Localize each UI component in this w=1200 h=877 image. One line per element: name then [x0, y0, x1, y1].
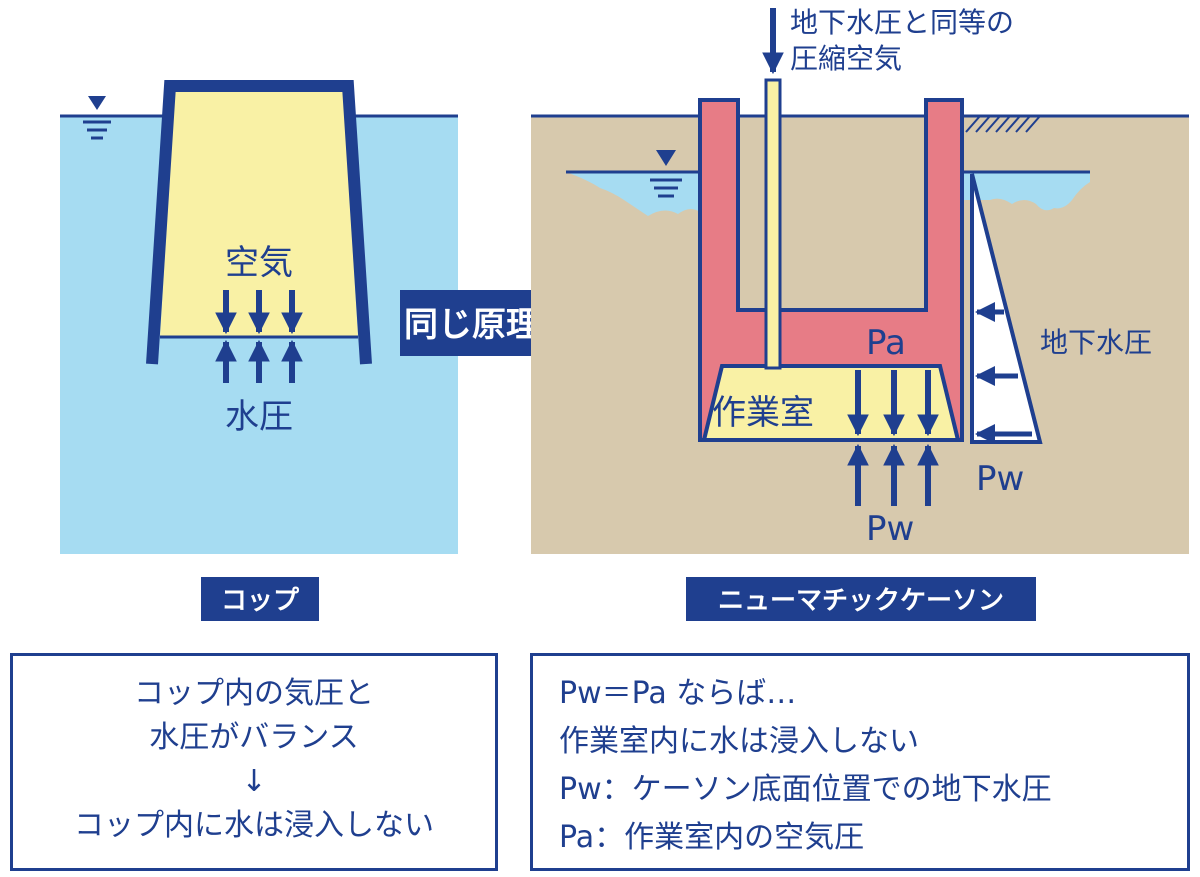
caisson-title-badge: [686, 577, 1036, 621]
water-level-icon: [83, 96, 111, 140]
cup-scene: 空気 水圧 コップ: [60, 80, 458, 621]
cup-air-label: 空気: [225, 243, 293, 283]
inverted-cup-outline: [146, 80, 372, 365]
pw-side-label: Pw: [976, 459, 1024, 499]
pa-label: Pa: [866, 323, 906, 363]
groundwater-pocket-left: [566, 172, 700, 216]
pneumatic-caisson-diagram: 空気 水圧 コップ 同じ原理: [60, 6, 1189, 621]
cup-explanation-box: コップ内の気圧と 水圧がバランス ↓ コップ内に水は浸入しない: [10, 653, 498, 871]
caisson-explanation-line2: 作業室内に水は浸入しない: [559, 724, 919, 759]
caisson-explanation-line4: Pa：作業室内の空気圧: [559, 820, 865, 855]
cup-explanation-line1: コップ内の気圧と: [134, 676, 374, 711]
groundwater-level-icon: [650, 150, 682, 198]
work-chamber-label: 作業室: [712, 393, 814, 433]
pw-bottom-label: Pw: [866, 509, 914, 549]
compressed-air-pipe: [764, 78, 782, 370]
cup-explanation-line3: コップ内に水は浸入しない: [74, 808, 434, 843]
chamber-air-pressure-arrows: [847, 370, 939, 437]
same-principle-label: 同じ原理: [404, 305, 540, 345]
caisson-scene: 地下水圧と同等の 圧縮空気 Pa 作業室 Pw 地下水圧 Pw ニューマチックケ…: [531, 6, 1189, 621]
caisson-explanation-line3: Pw：ケーソン底面位置での地下水圧: [559, 772, 1052, 807]
bottom-water-pressure-arrows: [847, 443, 939, 506]
top-note-line2: 圧縮空気: [790, 42, 902, 75]
caisson-title: ニューマチックケーソン: [718, 586, 1004, 616]
down-arrow-glyph: ↓: [241, 764, 267, 799]
caisson-explanation-line1: Pw＝Pa ならば…: [559, 676, 797, 711]
groundwater-pressure-label: 地下水圧: [1040, 326, 1152, 359]
cup-air-region: [160, 92, 358, 336]
top-note-line1: 地下水圧と同等の: [790, 6, 1014, 39]
caisson-explanation-box: Pw＝Pa ならば… 作業室内に水は浸入しない Pw：ケーソン底面位置での地下水…: [530, 653, 1190, 871]
ground-hatch-icon: [965, 115, 1041, 133]
groundwater-pocket-right: [962, 172, 1090, 211]
cup-title-badge: [201, 577, 319, 621]
cup-explanation-line2: 水圧がバランス: [149, 720, 359, 755]
water-pressure-arrows: [215, 339, 303, 383]
cup-water-pressure-label: 水圧: [225, 397, 293, 437]
lateral-pressure-arrows: [975, 302, 1032, 444]
cup-title: コップ: [221, 586, 300, 616]
air-pressure-arrows: [215, 290, 303, 335]
